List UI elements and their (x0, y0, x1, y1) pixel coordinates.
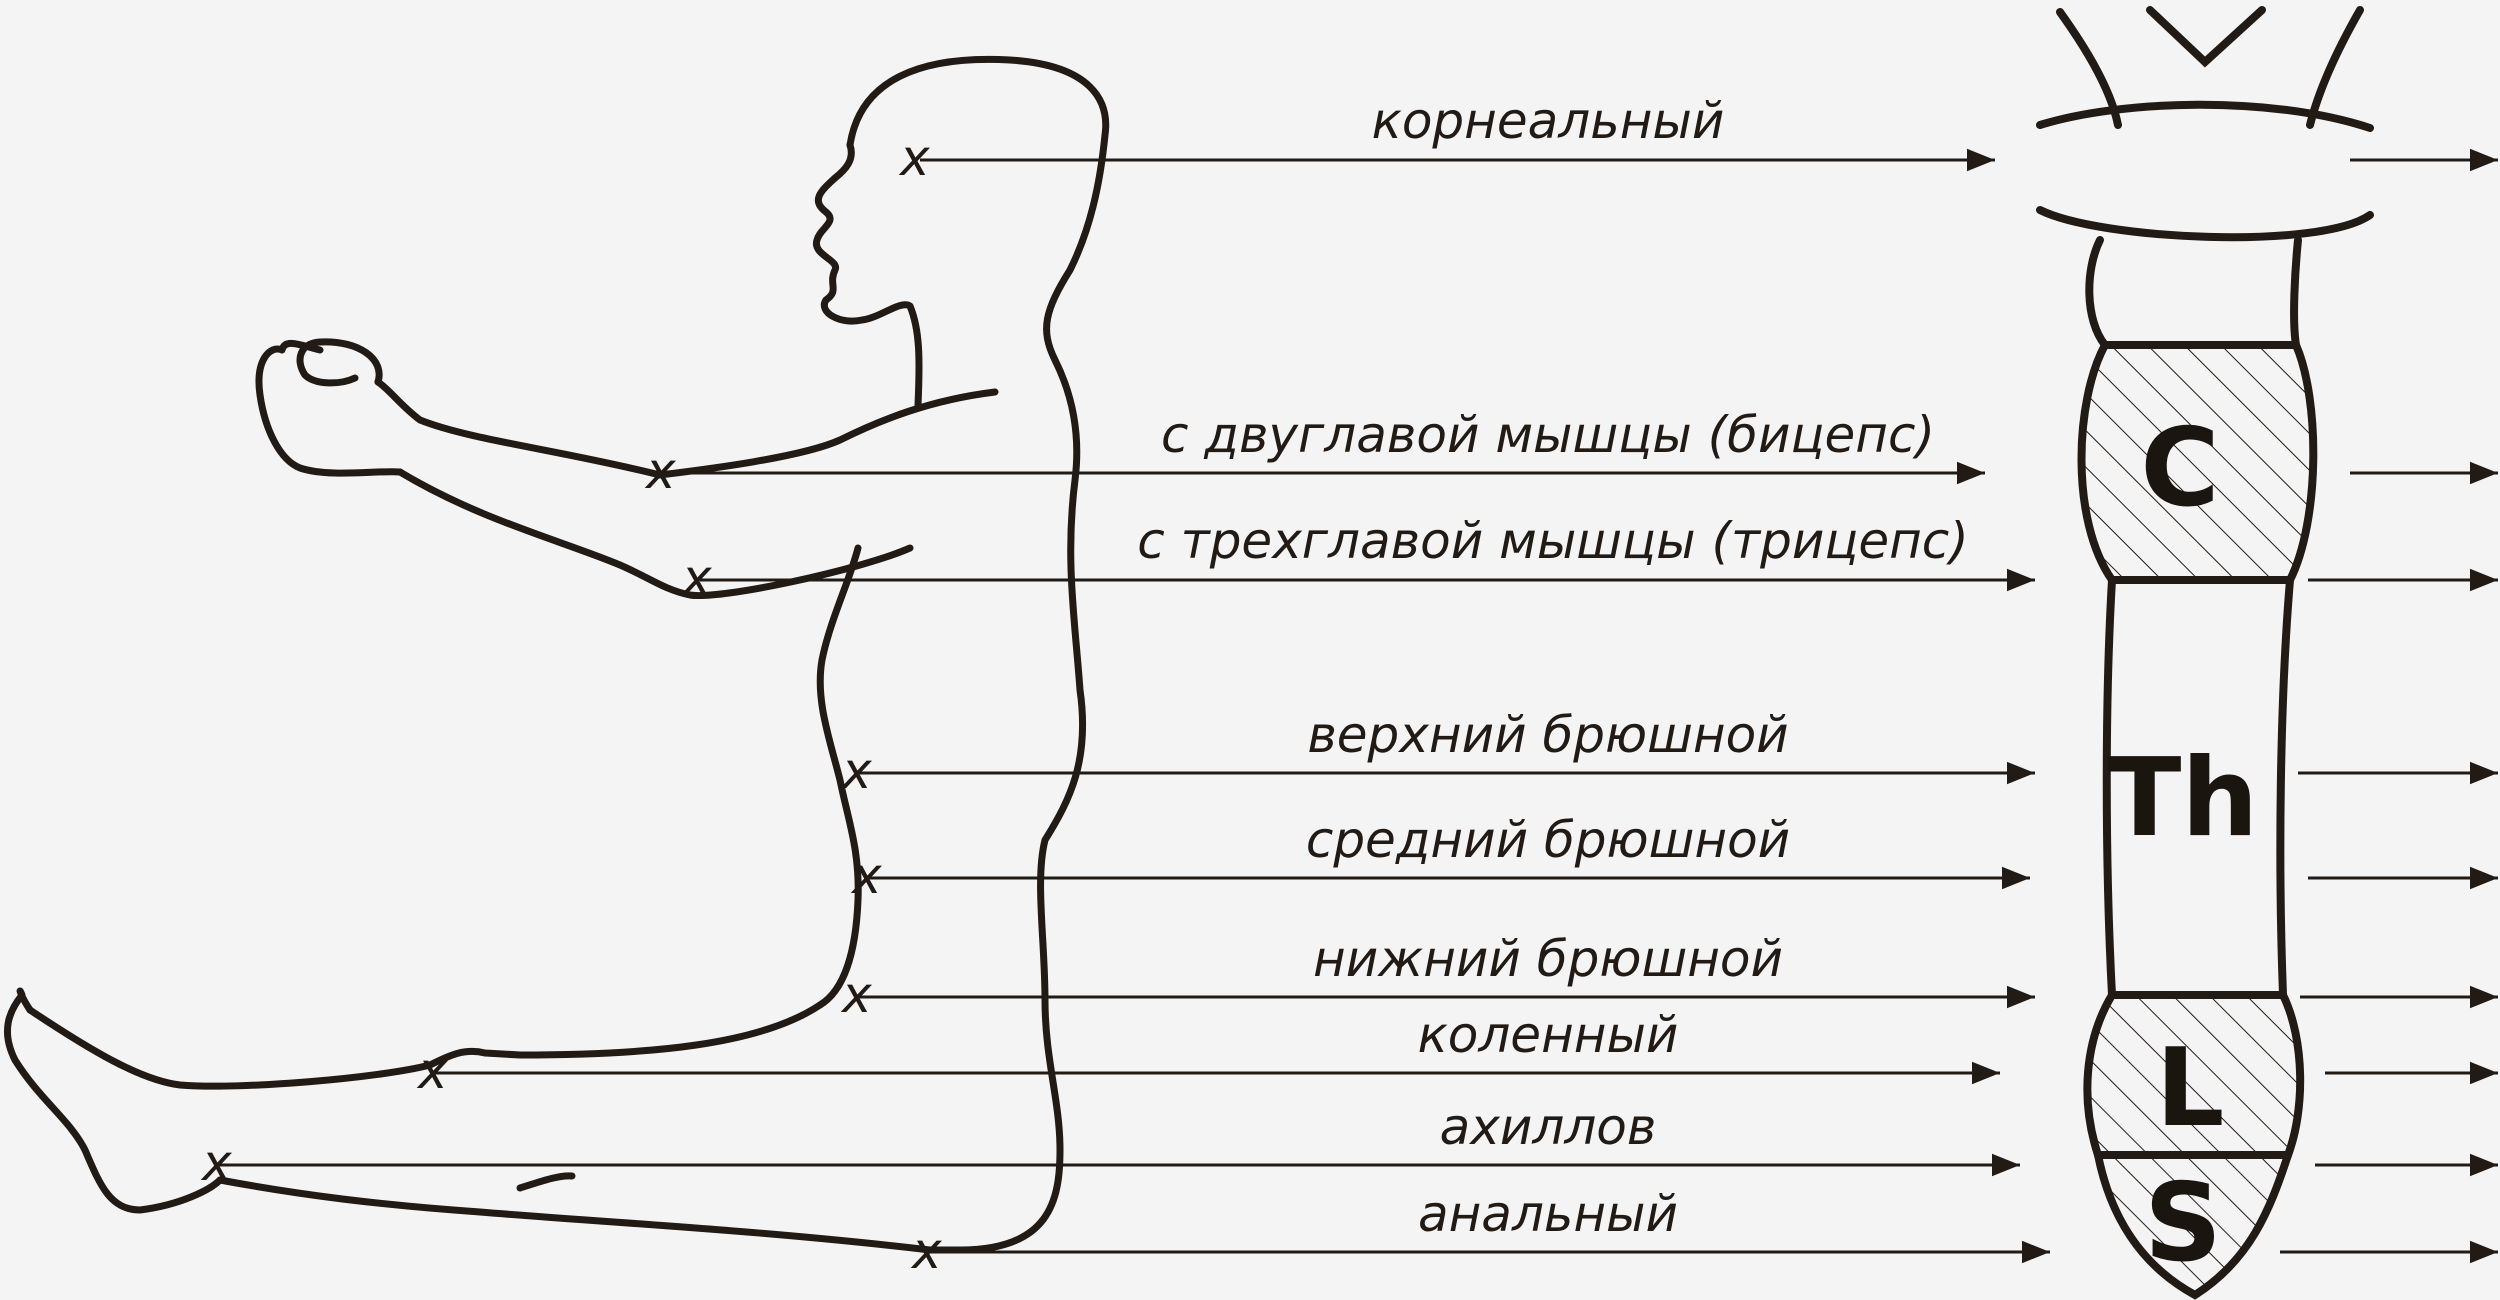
figure-leg-bottom-outline (216, 1176, 934, 1254)
reflex-label-knee: коленный (1418, 1006, 1679, 1064)
reflex-label-triceps: с трехглавой мышцы (трицепс) (1137, 512, 1969, 570)
reflex-label-lower-abdominal: нижний брюшной (1313, 930, 1783, 988)
figure-arm-bottom-outline (396, 468, 914, 600)
reflex-label-achilles: ахиллов (1440, 1098, 1657, 1156)
stimulus-mark-biceps: x (644, 442, 676, 500)
stimulus-mark-upper-abdominal: x (840, 742, 872, 800)
segment-label-l: L (2156, 1026, 2225, 1151)
stimulus-mark-triceps: x (680, 549, 712, 607)
stimulus-mark-middle-abdominal: x (850, 847, 882, 905)
segment-label-c: C (2140, 406, 2219, 531)
reflex-label-biceps: с двуглавой мышцы (бицепс) (1161, 406, 1935, 464)
segment-thoracic (2102, 576, 2294, 999)
brain-outline (2306, 6, 2364, 129)
medulla-outline (2085, 236, 2109, 349)
figure-shoulder-outline (656, 388, 999, 479)
figure-arm-top-outline (374, 378, 664, 479)
brainstem-notch (2146, 6, 2266, 68)
brainstem-lower-arc (2036, 206, 2374, 242)
reflex-label-corneal: корнеальный (1372, 92, 1725, 150)
segment-label-th: Th (2108, 736, 2259, 861)
stimulus-mark-lower-abdominal: x (840, 966, 872, 1024)
figure-face-outline (813, 141, 923, 409)
medulla-outline (2290, 236, 2302, 349)
human-figure (3, 55, 1110, 1254)
segment-label-s: S (2144, 1161, 2222, 1286)
segment-sacral (2093, 1151, 2294, 1300)
reflex-arrows (218, 148, 2498, 1264)
figure-leg-top-outline (26, 1001, 824, 1090)
stimulus-mark-achilles: x (200, 1134, 232, 1192)
figure-calf-outline (516, 1172, 576, 1192)
figure-torso-front-outline (816, 544, 862, 1009)
spinal-cord-scheme (2036, 6, 2374, 1300)
reflex-label-middle-abdominal: средний брюшной (1306, 811, 1790, 869)
figure-back-outline (846, 55, 1110, 1254)
stimulus-mark-knee: x (416, 1042, 448, 1100)
reflex-labels: корнеальный с двуглавой мышцы (бицепс) с… (1137, 92, 1969, 1243)
reflex-label-upper-abdominal: верхний брюшной (1307, 706, 1788, 764)
stimulus-marks: x x x x x x x x x (200, 129, 942, 1280)
stimulus-mark-anal: x (910, 1222, 942, 1280)
figure-foot-outline (3, 987, 224, 1214)
figure-hand-outline (255, 338, 404, 477)
reflex-label-anal: анальный (1418, 1185, 1678, 1243)
stimulus-mark-corneal: x (898, 129, 930, 187)
brainstem-upper-arc (2036, 100, 2374, 132)
